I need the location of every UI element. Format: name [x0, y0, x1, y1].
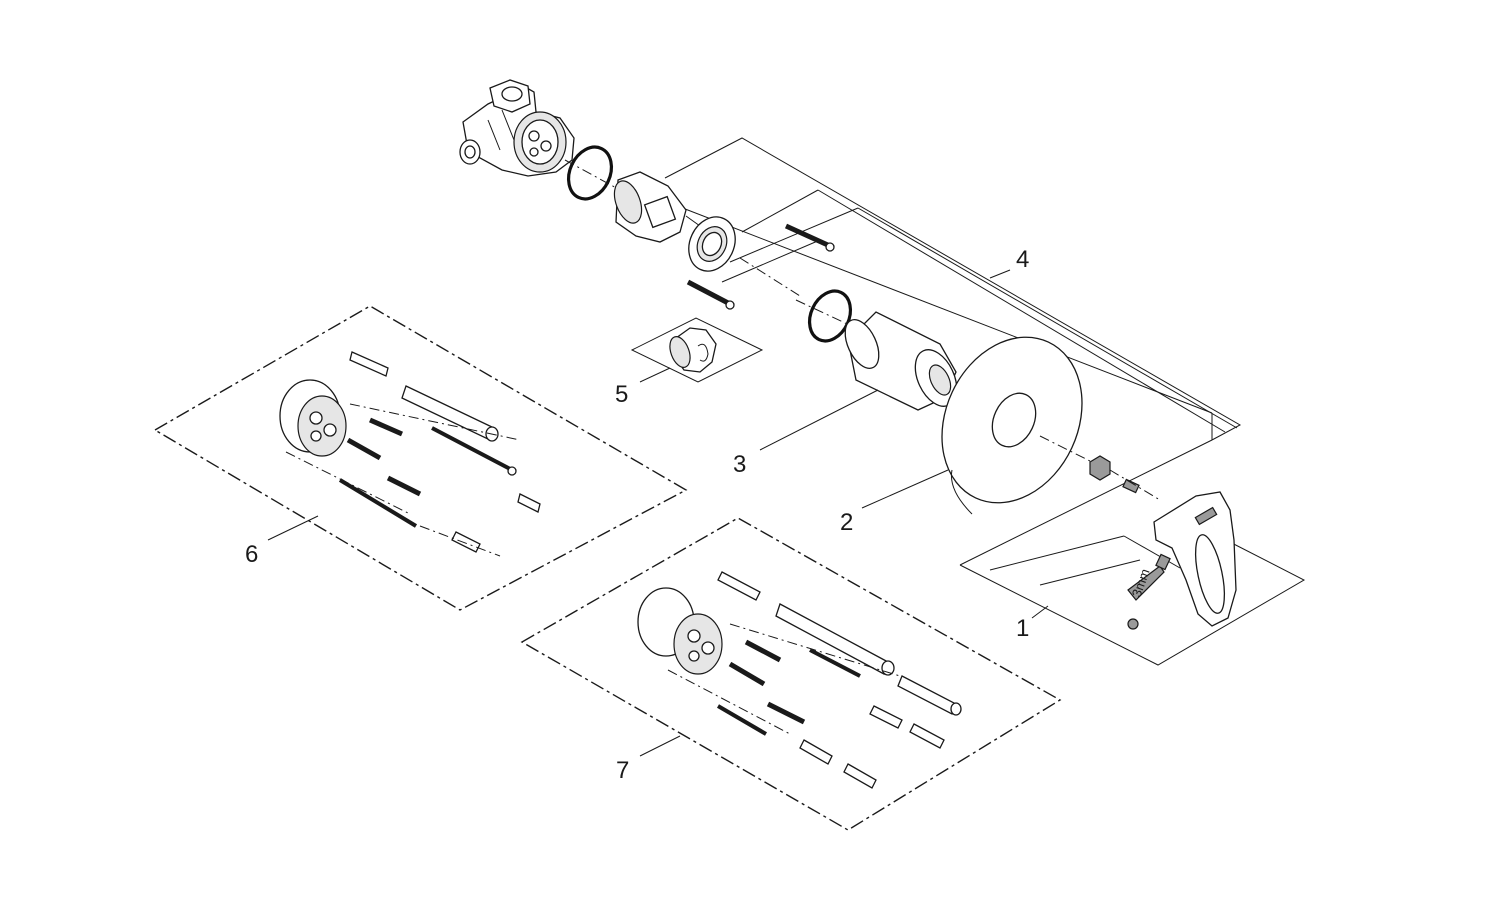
cartridge-housing [613, 171, 701, 243]
callout-2: 2 [840, 509, 853, 536]
hex-key: 3mm [1127, 565, 1165, 601]
o-ring-upper [566, 145, 614, 201]
set-screw [1122, 478, 1140, 494]
lever-handle [1153, 491, 1237, 627]
kit-6-outline [153, 305, 688, 611]
kit-1-outline [959, 535, 1306, 666]
callout-5: 5 [615, 381, 628, 408]
callout-4: 4 [1016, 246, 1029, 273]
mounting-flange [688, 216, 736, 272]
rosette-plate [941, 336, 1083, 515]
kit-4-outline [664, 137, 1242, 566]
long-screw-upper [784, 223, 835, 252]
valve-body [459, 79, 575, 177]
callout-6: 6 [245, 541, 258, 568]
sleeve [844, 311, 958, 411]
kit-7-parts [637, 571, 962, 789]
kit-5-group [630, 317, 764, 383]
kit-7-outline [520, 517, 1062, 831]
hex-nut [1089, 455, 1111, 481]
cap-plug [1127, 618, 1139, 630]
callout-3: 3 [733, 451, 746, 478]
callout-7: 7 [616, 757, 629, 784]
long-screw-lower [686, 279, 735, 310]
grub-screw [1155, 553, 1171, 571]
callout-1: 1 [1016, 615, 1029, 642]
kit-6-parts [279, 351, 541, 557]
